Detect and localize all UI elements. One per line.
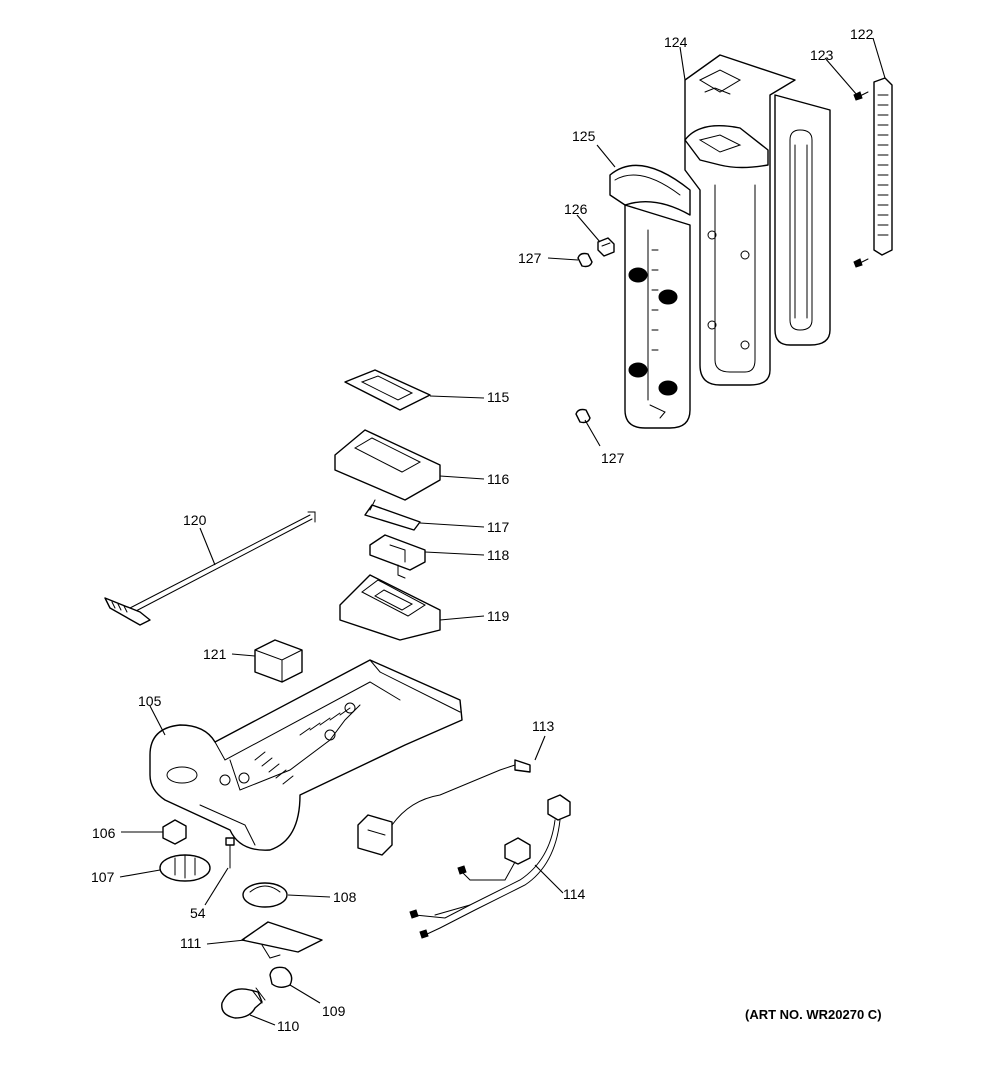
art-number: (ART NO. WR20270 C) [745,1007,882,1022]
part-108-cap [242,882,288,908]
label-127-lower: 127 [601,450,625,466]
label-123: 123 [810,47,834,63]
label-119: 119 [487,608,510,624]
part-127-clip-upper [577,252,593,268]
label-118: 118 [487,547,510,563]
part-127-clip-lower [575,408,591,424]
part-106-knob [162,819,187,845]
label-122: 122 [850,26,874,42]
part-120-actuator-rod [104,511,316,626]
label-124: 124 [664,34,688,50]
part-116-housing [334,429,441,501]
part-110-bulb [221,987,266,1019]
leader-lines [119,37,886,1026]
part-125-duct-cover [609,164,691,429]
label-105: 105 [138,693,162,709]
label-113: 113 [532,718,555,734]
label-108: 108 [333,889,357,905]
part-119-base-housing [339,574,441,641]
label-114: 114 [563,886,586,902]
label-125: 125 [572,128,596,144]
part-111-lens [241,921,323,959]
label-126: 126 [564,201,588,217]
part-109-socket [269,966,293,988]
part-114-wire-harness [409,794,571,939]
label-106: 106 [92,825,116,841]
part-105-main-housing [149,659,463,851]
part-113-thermostat [357,759,531,856]
part-118-switch-bracket [369,534,426,579]
part-54-screw [225,837,235,869]
label-121: 121 [203,646,227,662]
part-107-cap [159,854,211,882]
part-117-lever [364,499,421,531]
part-121-module [254,639,303,683]
callout-labels: 122 123 124 125 126 127 127 115 116 117 … [91,26,882,1034]
label-109: 109 [322,1003,346,1019]
label-117: 117 [487,519,510,535]
part-124-rear-housing [684,54,831,386]
label-110: 110 [277,1018,300,1034]
label-115: 115 [487,389,510,405]
label-111: 111 [180,935,201,951]
part-123-screws [853,91,869,268]
label-107: 107 [91,869,115,885]
part-115-gasket [344,369,431,411]
part-122-bracket-strip [873,77,893,256]
label-120: 120 [183,512,207,528]
label-127-upper: 127 [518,250,542,266]
part-126-clip [597,237,615,257]
label-116: 116 [487,471,510,487]
label-54: 54 [190,905,206,921]
